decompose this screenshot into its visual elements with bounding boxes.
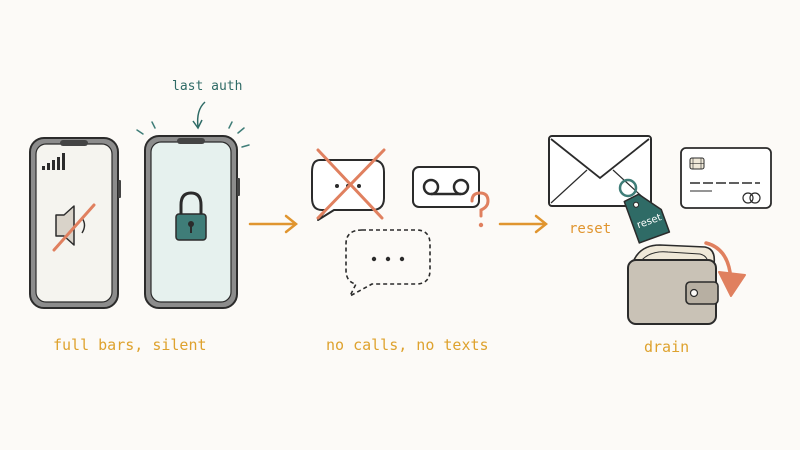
typing-bubble-icon <box>345 229 431 297</box>
phone-silent <box>29 137 121 309</box>
arrow-right-icon <box>498 214 549 234</box>
phone-locked <box>136 121 250 309</box>
wallet-icon <box>627 244 719 325</box>
caption-no-calls-no-texts: no calls, no texts <box>326 336 489 354</box>
padlock-icon <box>175 191 207 241</box>
reset-tag-icon: reset <box>618 178 671 244</box>
chat-bubble-crossed-icon <box>311 148 386 221</box>
last-auth-annotation: last auth <box>172 79 242 130</box>
signal-bars-icon <box>42 153 65 170</box>
voicemail-icon <box>412 166 480 208</box>
curved-down-arrow-icon <box>704 241 746 297</box>
glow-ticks <box>136 121 250 148</box>
question-mark-icon <box>470 191 490 228</box>
last-auth-label: last auth <box>172 79 242 94</box>
credit-card-icon <box>680 147 772 209</box>
reset-label: reset <box>569 221 611 237</box>
speaker-muted-icon <box>52 203 96 252</box>
caption-full-bars-silent: full bars, silent <box>53 336 207 354</box>
arrow-right-icon <box>248 214 299 234</box>
caption-drain: drain <box>644 338 690 356</box>
